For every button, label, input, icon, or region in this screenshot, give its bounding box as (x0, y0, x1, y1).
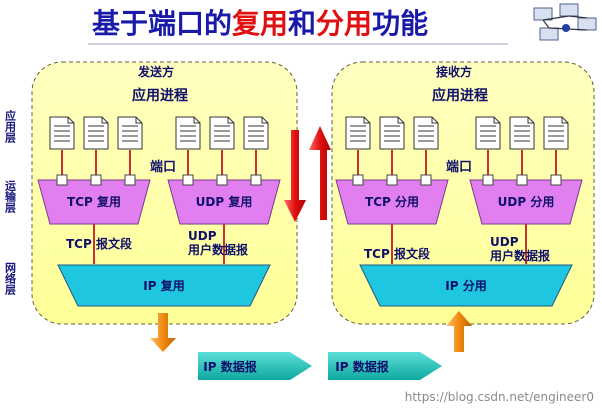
document-icon (413, 116, 439, 150)
sender-ip-down-arrow (150, 313, 176, 352)
receiver-udp-demux-box (469, 179, 583, 225)
sender-down-arrow (284, 130, 306, 222)
layer-label-app: 应用层 (4, 109, 18, 144)
receiver-header: 接收方 (436, 64, 472, 79)
receiver-ip-demux-box (359, 264, 573, 307)
document-icon (509, 116, 535, 150)
title-part-1: 基于端口的 (92, 7, 232, 40)
diagram-title: 基于端口的复用和分用功能 (92, 7, 428, 40)
receiver-app-process: 应用进程 (432, 87, 488, 104)
receiver-udp-label-line1: UDP (490, 235, 519, 249)
layer-label-network: 网络层 (4, 262, 18, 296)
receiver-ip-datagram-label: IP 数据报 (335, 359, 388, 374)
receiver-tcp-segment-label: TCP 报文段 (364, 246, 431, 261)
document-icon (49, 116, 75, 150)
sender-udp-mux-box (167, 179, 281, 225)
document-icon (345, 116, 371, 150)
receiver-udp-label: UDP 分用 (498, 194, 555, 209)
receiver-port-squares (352, 174, 562, 186)
title-part-4: 分用 (316, 7, 372, 40)
network-icon (533, 3, 597, 41)
receiver-ip-up-arrow (446, 311, 472, 352)
receiver-tcp-label: TCP 分用 (365, 194, 419, 209)
document-icon (243, 116, 269, 150)
watermark: https://blog.csdn.net/engineer0 (404, 390, 594, 404)
title-part-5: 功能 (372, 7, 428, 40)
sender-panel: 发送方 应用进程 (31, 61, 298, 325)
document-icon (209, 116, 235, 150)
sender-udp-label: UDP 复用 (196, 194, 253, 209)
document-icon (83, 116, 109, 150)
sender-port-lines (61, 150, 257, 175)
sender-documents (49, 116, 269, 150)
sender-header: 发送方 (137, 64, 174, 79)
sender-port-label: 端口 (150, 159, 176, 175)
sender-udp-label-line1: UDP (188, 229, 217, 243)
document-icon (543, 116, 569, 150)
title-part-2: 复用 (232, 7, 288, 40)
receiver-documents (345, 116, 569, 150)
document-icon (175, 116, 201, 150)
receiver-port-lines (357, 150, 557, 175)
receiver-ip-label: IP 分用 (445, 278, 486, 293)
document-icon (475, 116, 501, 150)
sender-ip-datagram-arrow (198, 352, 312, 380)
sender-ip-datagram-label: IP 数据报 (203, 359, 256, 374)
receiver-up-arrow (309, 126, 331, 220)
sender-ip-mux-box (57, 264, 271, 307)
sender-tcp-segment-label: TCP 报文段 (66, 236, 133, 251)
receiver-ip-datagram-arrow (328, 352, 442, 380)
document-icon (117, 116, 143, 150)
receiver-panel: 接收方 应用进程 (331, 61, 595, 325)
sender-udp-label-line2: 用户数据报 (187, 242, 248, 257)
title-part-3: 和 (288, 7, 316, 40)
receiver-udp-label-line2: 用户数据报 (489, 248, 550, 263)
sender-app-process: 应用进程 (132, 87, 188, 104)
sender-tcp-mux-box (37, 179, 151, 225)
sender-port-squares (56, 174, 262, 186)
layer-labels: 应用层 运输层 网络层 (4, 109, 18, 296)
receiver-port-label: 端口 (446, 159, 472, 175)
sender-ip-label: IP 复用 (143, 278, 184, 293)
layer-label-transport: 运输层 (4, 180, 18, 214)
sender-tcp-label: TCP 复用 (67, 194, 121, 209)
document-icon (379, 116, 405, 150)
receiver-tcp-demux-box (335, 179, 449, 225)
